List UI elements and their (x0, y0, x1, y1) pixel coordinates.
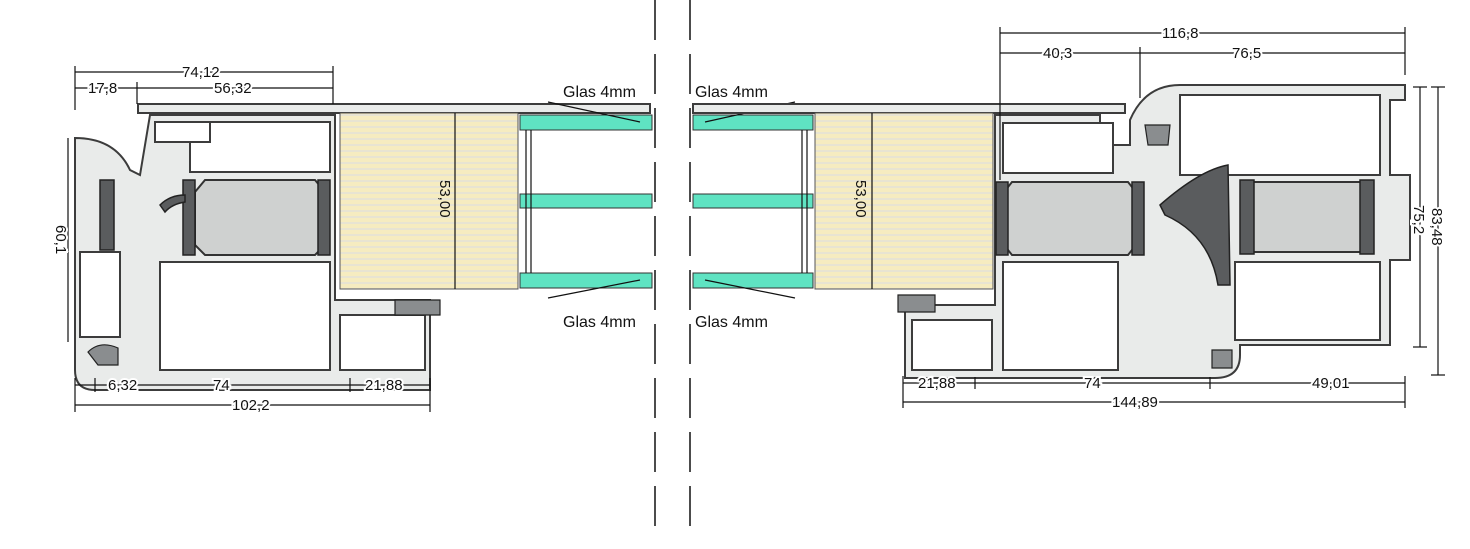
left-dim-top-a: 17,8 (88, 80, 117, 97)
left-glass-bottom-label: Glas 4mm (563, 314, 636, 331)
right-insulated-panel (814, 112, 994, 290)
right-dim-overall-top: 116,8 (1162, 25, 1198, 42)
left-dim-height: 60,1 (52, 225, 69, 254)
left-dim-overall-bottom: 102,2 (232, 397, 270, 414)
right-glazing (692, 101, 814, 299)
left-insulated-panel (339, 112, 519, 290)
left-glazing (519, 101, 653, 299)
left-dimensions (67, 66, 431, 412)
left-sill-gasket (394, 299, 441, 316)
right-dim-height-inner: 75,2 (1410, 205, 1427, 234)
left-dim-overall-top: 74,12 (182, 64, 220, 81)
left-outer-thermal-break (99, 179, 115, 251)
left-frame-profile (74, 103, 651, 391)
right-dim-bottom-c: 49,01 (1312, 375, 1350, 392)
right-glass-top-label: Glas 4mm (695, 84, 768, 101)
left-cover-strip (137, 103, 651, 114)
right-dimensions (902, 27, 1445, 408)
left-insulation-core (194, 179, 326, 256)
right-dim-top-a: 40,3 (1043, 45, 1072, 62)
left-thermal-break (182, 179, 196, 256)
right-dim-bottom-a: 21,88 (918, 375, 956, 392)
right-frame-insulation-core (1251, 181, 1363, 253)
right-frame-profile (897, 84, 1411, 379)
left-dim-top-b: 56,32 (214, 80, 252, 97)
right-dim-height-outer: 83,48 (1428, 208, 1445, 246)
left-dim-bottom-b: 74 (213, 377, 230, 394)
right-dim-bottom-b: 74 (1084, 375, 1101, 392)
left-panel-thickness-label: 53,00 (436, 180, 453, 218)
right-sash-insulation-core (1003, 181, 1137, 256)
right-sill-gasket (897, 294, 936, 313)
right-glass-bottom-label: Glas 4mm (695, 314, 768, 331)
left-glass-top-label: Glas 4mm (563, 84, 636, 101)
left-dim-bottom-c: 21,88 (365, 377, 403, 394)
right-dim-top-b: 76,5 (1232, 45, 1261, 62)
right-dim-overall-bottom: 144,89 (1112, 394, 1158, 411)
right-cover-strip (692, 103, 1126, 114)
left-dim-bottom-a: 6,32 (108, 377, 137, 394)
right-panel-thickness-label: 53,00 (852, 180, 869, 218)
right-center-gasket (1159, 164, 1231, 286)
